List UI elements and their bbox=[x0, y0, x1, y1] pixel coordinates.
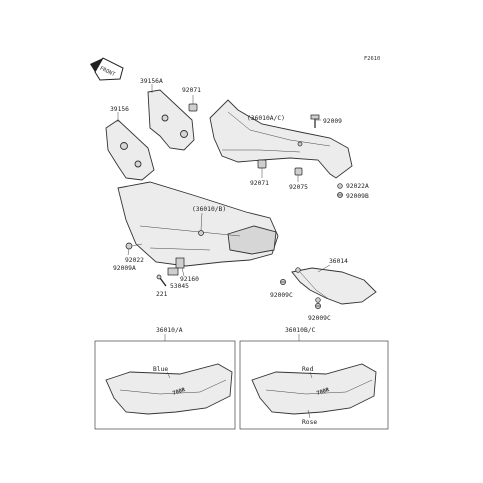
variant-left-color: Blue bbox=[153, 366, 168, 373]
variant-box-right bbox=[239, 340, 389, 430]
leader-line bbox=[127, 248, 130, 256]
fairing-edge bbox=[119, 379, 227, 395]
cover-edge bbox=[299, 271, 331, 301]
leader-line bbox=[317, 264, 331, 273]
variant-left-title: 36010/A bbox=[156, 327, 183, 334]
grommet-92075 bbox=[294, 167, 303, 176]
fairing-edge bbox=[149, 247, 211, 251]
leader-line bbox=[309, 371, 313, 379]
model-badge-right: 700R bbox=[316, 387, 331, 397]
fairing-edge bbox=[227, 111, 331, 147]
front-arrow-icon: FRONT bbox=[90, 57, 124, 81]
label-92022a: 92022A bbox=[346, 183, 369, 190]
label-92160: 92160 bbox=[180, 276, 199, 283]
label-92009c-top: 92009C bbox=[270, 292, 293, 299]
leader-line bbox=[181, 267, 185, 277]
label-92009c-bottom: 92009C bbox=[308, 315, 331, 322]
label-92071-bottom: 92071 bbox=[250, 180, 269, 187]
hole-marker bbox=[134, 160, 142, 168]
leader-line bbox=[307, 409, 311, 419]
variant-right-title: 36010B/C bbox=[285, 327, 316, 334]
screw-92009-icon bbox=[310, 114, 320, 128]
label-92075: 92075 bbox=[289, 184, 308, 191]
variant-fairing-blue bbox=[105, 363, 233, 415]
ref-code: F2610 bbox=[364, 56, 380, 62]
bracket-53045-icon bbox=[167, 267, 179, 276]
label-221: 221 bbox=[156, 291, 168, 298]
label-36010b: (36010/B) bbox=[192, 206, 226, 213]
fastener-marker bbox=[295, 267, 301, 273]
lower-fairing-section bbox=[227, 225, 277, 255]
clip-92160-icon bbox=[175, 257, 185, 269]
variant-right-color-top: Red bbox=[302, 366, 314, 373]
screw-92009c-top-icon bbox=[280, 279, 286, 285]
leader-line bbox=[166, 371, 171, 379]
label-92009a: 92009A bbox=[113, 265, 136, 272]
label-39156a: 39156A bbox=[140, 78, 163, 85]
screw-92009c-bottom-icon bbox=[315, 303, 321, 309]
washer-92022-icon bbox=[125, 242, 133, 250]
fairing-edge bbox=[265, 379, 373, 395]
fairing-stripe bbox=[222, 149, 301, 153]
label-36010a-c: (36010A/C) bbox=[247, 115, 285, 122]
leader-line bbox=[131, 243, 143, 247]
label-36014: 36014 bbox=[329, 258, 348, 265]
side-cover-39156a bbox=[147, 89, 195, 151]
bolt-221-icon bbox=[156, 274, 167, 287]
fairing-36010a-c bbox=[209, 99, 353, 179]
variant-fairing-red-rose bbox=[251, 363, 377, 415]
fastener-marker bbox=[198, 230, 204, 236]
hole-marker bbox=[180, 130, 188, 138]
screw-92009b-icon bbox=[337, 192, 343, 198]
label-39156: 39156 bbox=[110, 106, 129, 113]
variant-right-color-bottom: Rose bbox=[302, 419, 317, 426]
washer-92022a-icon bbox=[337, 183, 343, 189]
fastener-marker bbox=[297, 141, 303, 147]
label-92009b: 92009B bbox=[346, 193, 369, 200]
hole-marker bbox=[161, 114, 169, 122]
side-cover-39156 bbox=[105, 119, 155, 181]
fastener-marker bbox=[315, 297, 321, 303]
hole-marker bbox=[120, 142, 128, 150]
label-53045: 53045 bbox=[170, 283, 189, 290]
label-92022: 92022 bbox=[125, 257, 144, 264]
leader-line bbox=[200, 212, 203, 231]
grommet-92071-bottom bbox=[257, 159, 267, 169]
model-badge-left: 700R bbox=[172, 387, 187, 397]
cover-36014 bbox=[291, 267, 377, 305]
grommet-92071-top bbox=[188, 103, 198, 112]
label-92009: 92009 bbox=[323, 118, 342, 125]
label-92071-top: 92071 bbox=[182, 87, 201, 94]
